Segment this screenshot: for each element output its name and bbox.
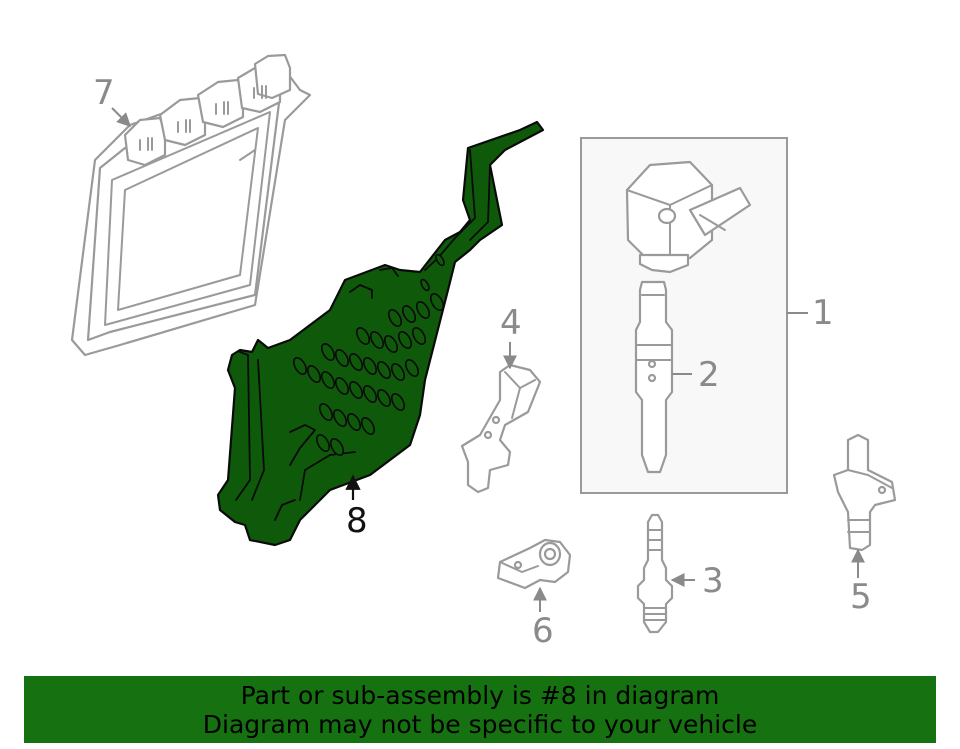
- parts-diagram: 1 2 3 4 5 6 7 8: [70, 53, 897, 651]
- callout-1: 1: [812, 293, 834, 333]
- part-5-sensor: [832, 433, 897, 552]
- module-connectors: [123, 53, 292, 167]
- callout-6: 6: [532, 611, 554, 651]
- info-banner: Part or sub-assembly is #8 in diagram Di…: [24, 676, 936, 743]
- part-1-ignition-coil: [625, 160, 752, 274]
- callout-7: 7: [93, 73, 115, 113]
- part-3-spark-plug: [636, 513, 674, 634]
- callout-3: 3: [702, 561, 724, 601]
- leader-7: [111, 107, 131, 127]
- part-4-sensor: [460, 363, 542, 494]
- part-7-control-module: [70, 53, 312, 357]
- part-8-bracket: [216, 120, 545, 547]
- banner-line-2: Diagram may not be specific to your vehi…: [202, 709, 758, 739]
- callout-2: 2: [698, 355, 720, 395]
- callout-4: 4: [500, 303, 522, 343]
- callout-8: 8: [346, 501, 368, 541]
- part-2-coil-boot: [634, 280, 674, 474]
- banner-line-1: Part or sub-assembly is #8 in diagram: [240, 680, 720, 710]
- callout-5: 5: [850, 577, 872, 617]
- part-6-knock-sensor: [496, 538, 572, 590]
- bracket-slots: [292, 253, 445, 456]
